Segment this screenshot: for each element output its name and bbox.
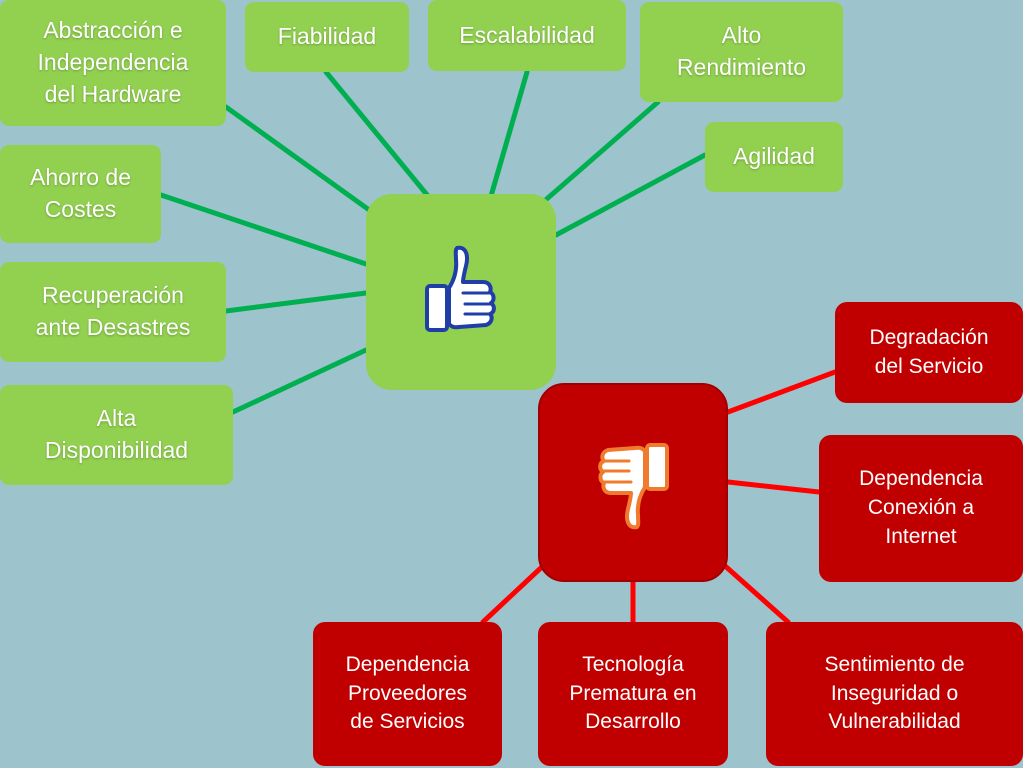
pro-agility-box: Agilidad (705, 122, 843, 192)
pro-disaster-recovery-box: Recuperación ante Desastres (0, 262, 226, 362)
pro-label: Alta Disponibilidad (44, 405, 189, 463)
pro-label: Escalabilidad (459, 21, 595, 48)
pro-connector (323, 69, 431, 199)
con-provider-dependency-box: Dependencia Proveedores de Servicios (313, 622, 502, 766)
pro-label: Fiabilidad (277, 23, 377, 50)
cons-hub (538, 383, 728, 582)
pro-label: Abstracción e Independencia del Hardware (37, 17, 189, 107)
con-label: Sentimiento de Inseguridad o Vulnerabili… (824, 652, 965, 734)
pro-availability-box: Alta Disponibilidad (0, 385, 233, 485)
pro-abstraction-box: Abstracción e Independencia del Hardware (0, 0, 226, 126)
pro-connector (553, 152, 708, 238)
pro-performance-box: Alto Rendimiento (640, 2, 843, 102)
pro-label: Alto Rendimiento (676, 22, 807, 80)
pro-connector (158, 192, 369, 267)
pro-label: Recuperación ante Desastres (35, 282, 191, 340)
con-connector (480, 562, 547, 625)
pro-reliability-box: Fiabilidad (245, 2, 409, 72)
pro-connector (223, 104, 375, 215)
pro-label: Agilidad (733, 143, 815, 170)
con-internet-dependency-box: Dependencia Conexión a Internet (819, 435, 1023, 582)
con-service-degradation-box: Degradación del Servicio (835, 302, 1023, 403)
pro-scalability-box: Escalabilidad (428, 0, 626, 71)
con-label: Degradación del Servicio (869, 325, 989, 378)
con-connector (725, 479, 822, 495)
pro-connector (230, 347, 369, 415)
con-connector (725, 369, 838, 415)
con-immature-technology-box: Tecnología Prematura en Desarrollo (538, 622, 728, 766)
con-label: Dependencia Proveedores de Servicios (345, 652, 470, 734)
con-label: Tecnología Prematura en Desarrollo (569, 652, 697, 734)
pros-hub (366, 194, 556, 390)
pro-connector (538, 99, 661, 207)
con-insecurity-box: Sentimiento de Inseguridad o Vulnerabili… (766, 622, 1023, 766)
thumbs-down-icon (598, 442, 669, 529)
thumbs-up-icon (425, 245, 496, 332)
pro-cost-saving-box: Ahorro de Costes (0, 145, 161, 243)
con-connector (721, 562, 791, 625)
pro-label: Ahorro de Costes (29, 164, 131, 222)
pro-connector (223, 290, 369, 314)
con-label: Dependencia Conexión a Internet (859, 467, 983, 548)
pro-connector (488, 69, 530, 199)
